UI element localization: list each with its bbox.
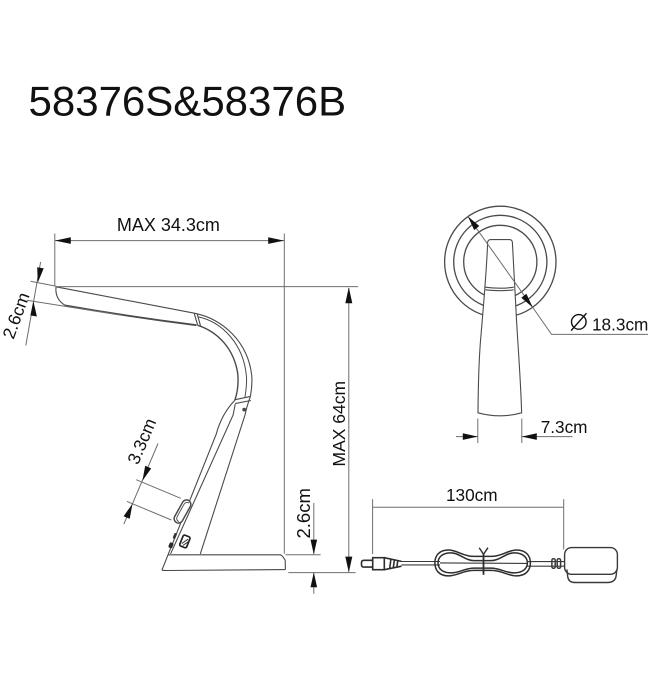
- svg-text:58376S&58376B: 58376S&58376B: [29, 77, 347, 124]
- svg-text:MAX 64cm: MAX 64cm: [329, 381, 349, 467]
- svg-text:18.3cm: 18.3cm: [592, 314, 648, 334]
- svg-text:2.6cm: 2.6cm: [293, 488, 314, 538]
- svg-text:7.3cm: 7.3cm: [541, 417, 588, 437]
- svg-text:MAX 34.3cm: MAX 34.3cm: [117, 215, 220, 235]
- svg-text:130cm: 130cm: [446, 485, 498, 505]
